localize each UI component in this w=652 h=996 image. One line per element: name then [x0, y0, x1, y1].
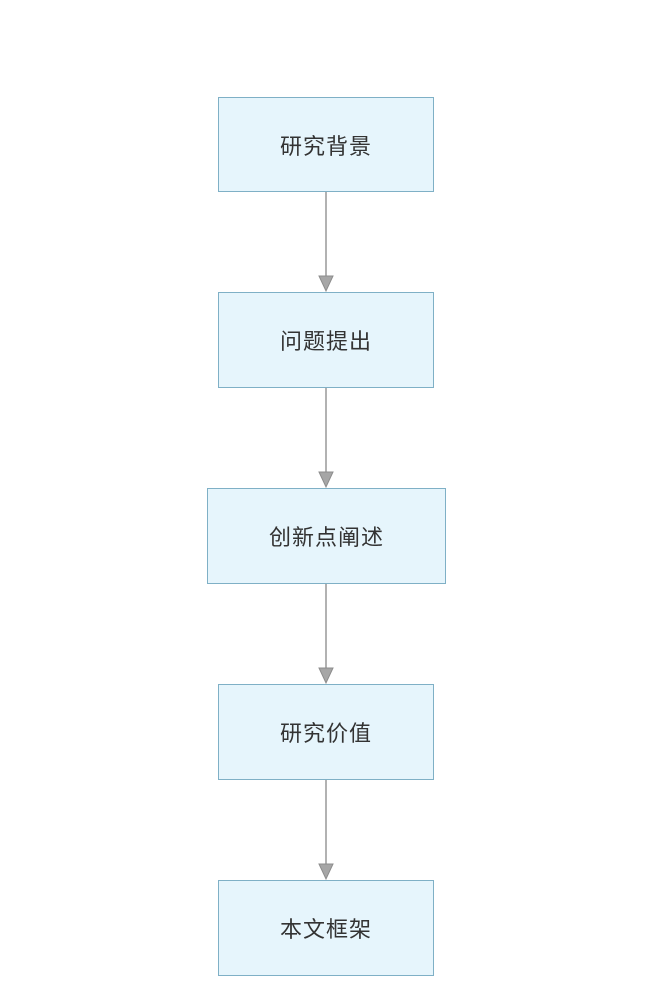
node-label: 研究价值: [279, 722, 372, 747]
arrowhead-icon: [318, 667, 334, 685]
node-paper-framework: 本文框架: [218, 880, 434, 976]
edge-n3-n4: [318, 584, 334, 685]
edge-n1-n2: [318, 192, 334, 293]
node-research-value: 研究价值: [218, 684, 434, 780]
arrowhead-icon: [318, 275, 334, 293]
node-label: 研究背景: [279, 134, 372, 160]
edge-n2-n3: [318, 388, 334, 489]
node-innovation: 创新点阐述: [207, 488, 446, 584]
node-label: 问题提出: [279, 330, 372, 355]
node-research-background: 研究背景: [218, 97, 434, 192]
node-problem-statement: 问题提出: [218, 292, 434, 388]
node-label: 本文框架: [279, 918, 372, 943]
edge-n4-n5: [318, 780, 334, 881]
arrowhead-icon: [318, 863, 334, 881]
arrowhead-icon: [318, 471, 334, 489]
node-label: 创新点阐述: [268, 526, 384, 551]
